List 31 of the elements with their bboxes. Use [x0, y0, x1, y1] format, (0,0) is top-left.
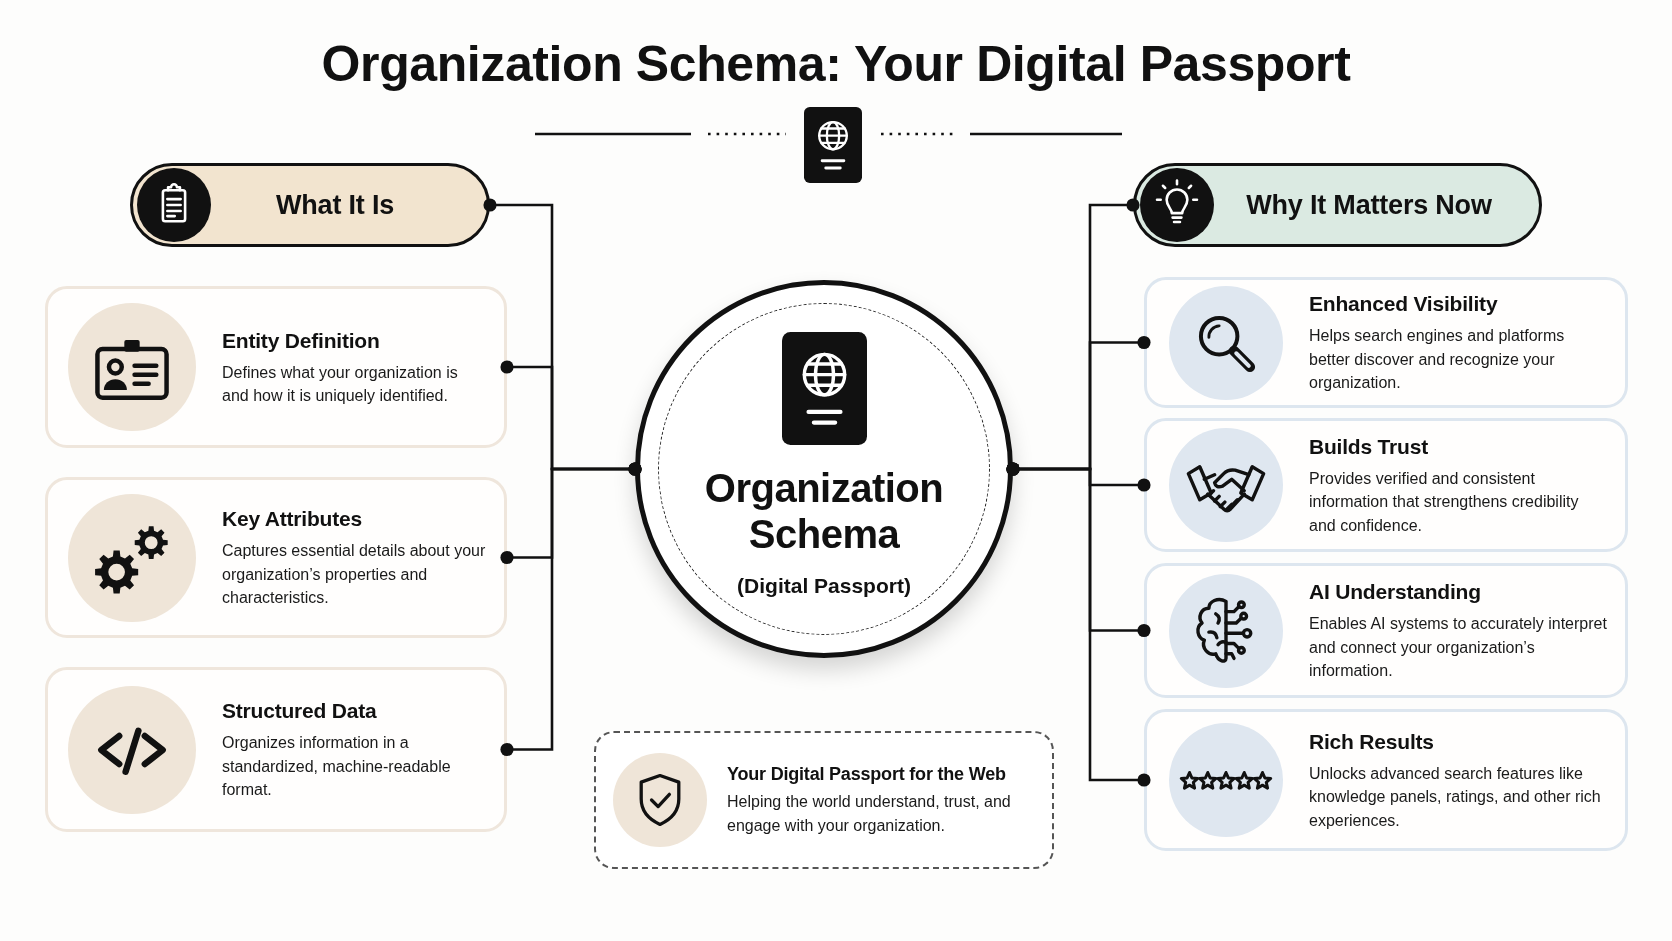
card-description: Enables AI systems to accurately interpret and connect your organization’s information.: [1309, 614, 1608, 682]
card-description: Captures essential details about your organization’s properties and characteristics.: [222, 541, 487, 609]
info-card: [1144, 418, 1628, 552]
card-title: Rich Results: [1309, 728, 1435, 755]
card-title: Entity Definition: [222, 327, 381, 354]
card-title: Structured Data: [222, 698, 378, 725]
page-title: Organization Schema: Your Digital Passport: [321, 35, 1351, 94]
info-card: [1144, 563, 1628, 698]
info-card: [45, 286, 507, 448]
card-description: Helps search engines and platforms better discover and recognize your organization.: [1309, 326, 1566, 394]
info-card: [45, 667, 507, 832]
connector: [1006, 462, 1151, 787]
card-description: Organizes information in a standardized, machine-readable format.: [222, 733, 452, 801]
card-title: Key Attributes: [222, 506, 363, 533]
card-description: Unlocks advanced search features like knowledge panels, ratings, and other rich experiences.: [1309, 763, 1602, 831]
note-text: Helping the world understand, trust, and engage with your organization.: [727, 792, 1012, 836]
center-title: Organization Schema: [703, 465, 945, 557]
note-box: [594, 731, 1054, 869]
card-title: AI Understanding: [1309, 579, 1482, 606]
section-heading: What It Is: [275, 189, 395, 222]
card-title: Enhanced Visibility: [1309, 291, 1499, 318]
info-card: [1144, 709, 1628, 851]
section-heading: Why It Matters Now: [1245, 189, 1493, 222]
note-title: Your Digital Passport for the Web: [727, 763, 1007, 786]
connector: [500, 462, 642, 757]
card-description: Provides verified and consistent information that strengthens credibility and confidence.: [1309, 468, 1580, 536]
card-title: Builds Trust: [1309, 433, 1429, 460]
card-description: Defines what your organization is and how it is uniquely identified.: [222, 362, 459, 406]
center-subtitle: (Digital Passport): [736, 573, 912, 599]
info-card: [45, 477, 507, 638]
info-card: [1144, 277, 1628, 408]
